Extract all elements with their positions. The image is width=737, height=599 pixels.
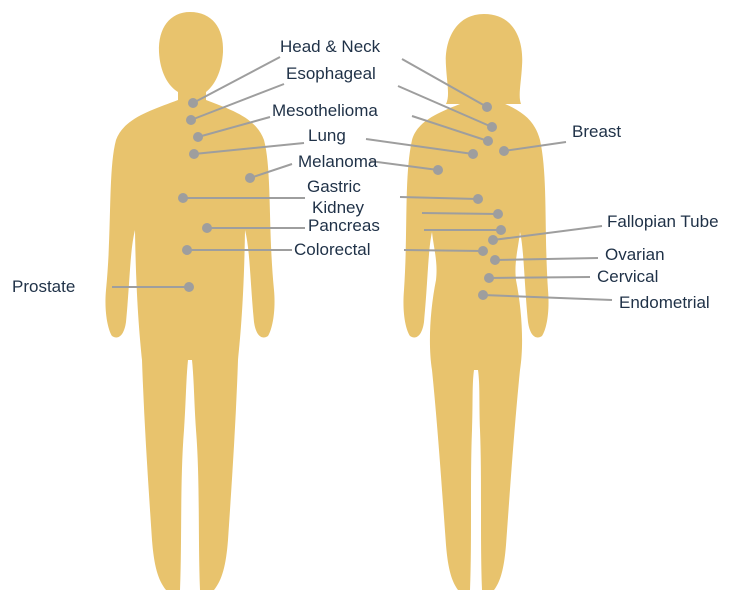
marker-dot-ovarian (490, 255, 500, 265)
leader-line-colorectal-female (404, 250, 483, 251)
marker-dot-esophageal-female (487, 122, 497, 132)
leader-line-cervical (489, 277, 590, 278)
marker-dot-esophageal-male (186, 115, 196, 125)
marker-dot-gastric-female (473, 194, 483, 204)
marker-dot-gastric-male (178, 193, 188, 203)
label-lung: Lung (308, 126, 346, 146)
leader-line-kidney-female (422, 213, 498, 214)
label-ovarian: Ovarian (605, 245, 665, 265)
marker-dot-melanoma-male (245, 173, 255, 183)
marker-dot-cervical (484, 273, 494, 283)
label-head-neck: Head & Neck (280, 37, 380, 57)
label-colorectal: Colorectal (294, 240, 371, 260)
label-cervical: Cervical (597, 267, 658, 287)
marker-dot-breast (499, 146, 509, 156)
marker-dot-prostate (184, 282, 194, 292)
marker-dot-colorectal-male (182, 245, 192, 255)
label-melanoma: Melanoma (298, 152, 377, 172)
label-prostate: Prostate (12, 277, 75, 297)
marker-dot-mesothelioma-female (483, 136, 493, 146)
marker-dot-lung-female (468, 149, 478, 159)
marker-dot-lung-male (189, 149, 199, 159)
label-endometrial: Endometrial (619, 293, 710, 313)
label-kidney: Kidney (312, 198, 364, 218)
label-fallopian-tube: Fallopian Tube (607, 212, 719, 232)
marker-dot-fallopian-tube (488, 235, 498, 245)
marker-dot-kidney-female (493, 209, 503, 219)
marker-dot-mesothelioma-male (193, 132, 203, 142)
label-mesothelioma: Mesothelioma (272, 101, 378, 121)
female-body (403, 100, 548, 590)
marker-dot-head-neck-female (482, 102, 492, 112)
label-gastric: Gastric (307, 177, 361, 197)
marker-dot-pancreas-male (202, 223, 212, 233)
marker-dot-colorectal-female (478, 246, 488, 256)
label-pancreas: Pancreas (308, 216, 380, 236)
marker-dot-endometrial (478, 290, 488, 300)
marker-dot-head-neck-male (188, 98, 198, 108)
label-breast: Breast (572, 122, 621, 142)
marker-dot-melanoma-female (433, 165, 443, 175)
label-esophageal: Esophageal (286, 64, 376, 84)
marker-dot-pancreas-female (496, 225, 506, 235)
male-figure (105, 12, 274, 590)
